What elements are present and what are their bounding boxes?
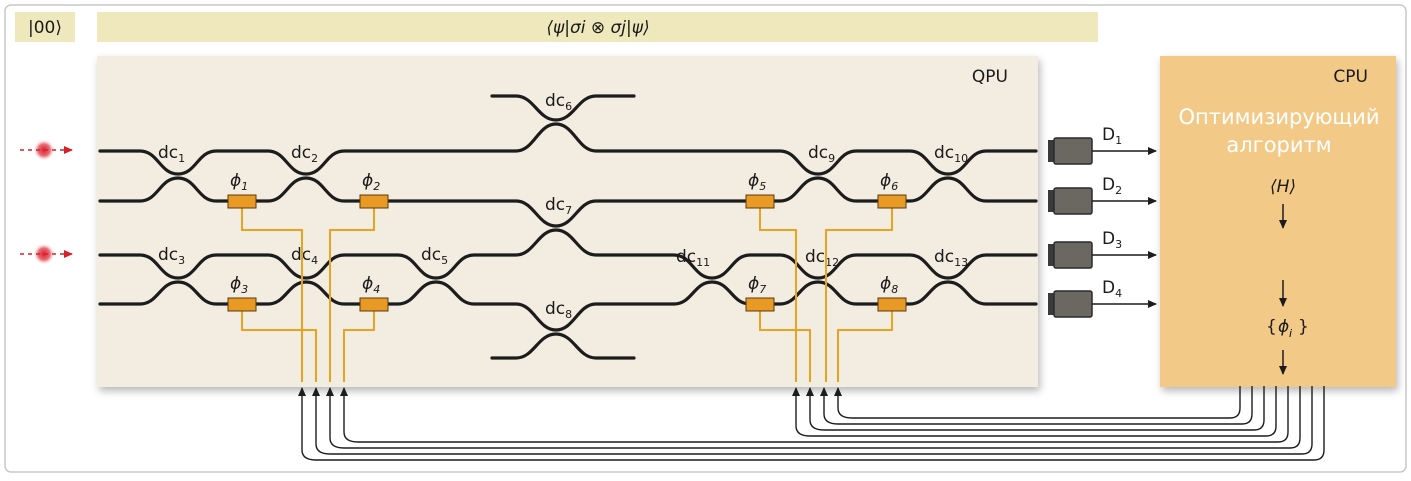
coupler-label-dc7: dc7 <box>545 195 572 217</box>
phase-shifter-6 <box>877 194 907 209</box>
phase-shifter-5 <box>745 194 775 209</box>
coupler-label-dc11: dc11 <box>676 247 710 269</box>
coupler-label-dc8: dc8 <box>545 299 572 321</box>
feedback-lines <box>298 386 1325 461</box>
phase-set-open: { <box>1266 317 1277 337</box>
phase-labels: ϕ1 ϕ2 ϕ3 ϕ4 ϕ5 ϕ6 ϕ7 ϕ8 <box>230 171 898 296</box>
measurement-bar <box>97 12 1098 42</box>
coupler-label-dc2: dc2 <box>291 143 318 165</box>
coupler-label-dc12: dc12 <box>805 247 839 269</box>
detector-1: D1 <box>1048 125 1157 165</box>
phase-label-3: ϕ3 <box>230 274 248 296</box>
phase-shifter-2 <box>359 194 389 209</box>
phase-label-1: ϕ1 <box>230 171 248 193</box>
phase-set-close: } <box>1298 317 1309 337</box>
phase-label-7: ϕ7 <box>748 274 766 296</box>
phase-set-label: { ϕ i } <box>1266 317 1309 340</box>
algorithm-line2: алгоритм <box>1226 133 1331 157</box>
phase-label-2: ϕ2 <box>362 171 380 193</box>
phase-set-phi: ϕ <box>1278 317 1289 337</box>
phase-shifter-3 <box>227 297 257 312</box>
phase-shifters <box>227 194 907 312</box>
detector-label-1: D1 <box>1102 125 1122 147</box>
coupler-label-dc10: dc10 <box>934 143 968 165</box>
control-lines <box>241 208 893 382</box>
detector-4: D4 <box>1048 278 1157 318</box>
coupler-label-dc13: dc13 <box>934 247 968 269</box>
phase-label-5: ϕ5 <box>748 171 766 193</box>
algorithm-line1: Оптимизирующий <box>1179 105 1380 129</box>
initial-state-label: |00⟩ <box>28 18 62 38</box>
detector-label-2: D2 <box>1102 175 1122 197</box>
hamiltonian-label: ⟨H⟩ <box>1270 177 1296 197</box>
phase-set-sub: i <box>1289 327 1292 340</box>
qpu-title: QPU <box>972 67 1008 87</box>
cpu-title: CPU <box>1333 67 1368 87</box>
coupler-label-dc5: dc5 <box>421 245 448 267</box>
coupler-label-dc6: dc6 <box>545 91 572 113</box>
phase-shifter-1 <box>227 194 257 209</box>
coupler-labels: dc1 dc2 dc3 dc4 dc5 dc6 dc7 dc8 dc9 dc10… <box>158 91 968 321</box>
detector-label-3: D3 <box>1102 229 1122 251</box>
coupler-label-dc9: dc9 <box>808 143 835 165</box>
waveguides <box>98 94 1038 360</box>
coupler-label-dc3: dc3 <box>158 245 185 267</box>
detector-label-4: D4 <box>1102 278 1122 300</box>
detector-2: D2 <box>1048 175 1157 215</box>
expectation-value-label: ⟨ψ|σi ⊗ σj|ψ⟩ <box>546 18 649 38</box>
phase-shifter-8 <box>877 297 907 312</box>
phase-label-6: ϕ6 <box>880 171 898 193</box>
phase-label-4: ϕ4 <box>362 274 380 296</box>
phase-shifter-4 <box>359 297 389 312</box>
photon-source-2 <box>20 243 73 265</box>
detector-3: D3 <box>1048 229 1157 269</box>
detectors: D1 D2 D3 D4 <box>1048 125 1157 318</box>
coupler-label-dc1: dc1 <box>158 143 185 165</box>
phase-label-8: ϕ8 <box>880 274 898 296</box>
phase-shifter-7 <box>745 297 775 312</box>
cpu-panel <box>1160 56 1396 387</box>
photon-source-1 <box>20 139 73 161</box>
state-box <box>15 12 75 42</box>
